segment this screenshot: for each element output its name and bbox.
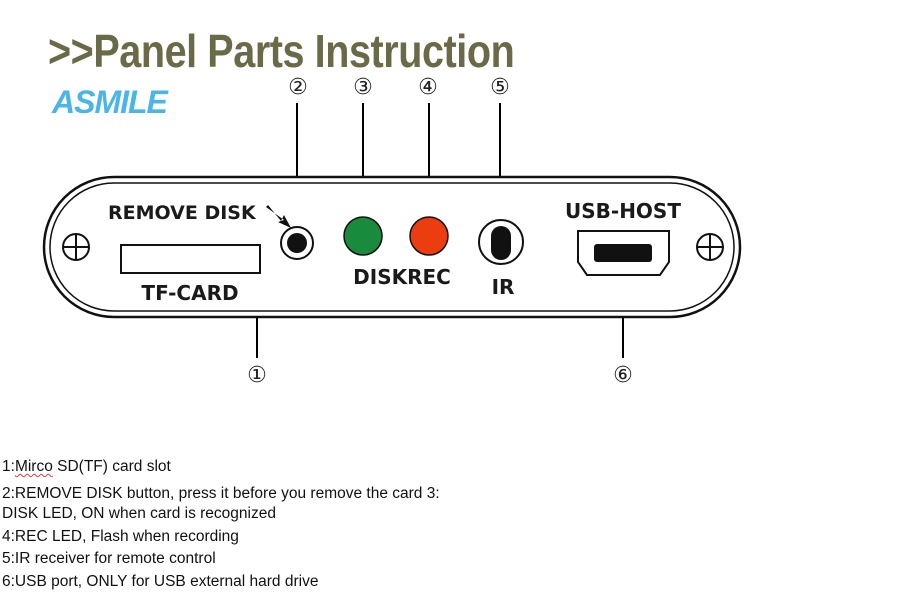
left-screw-icon	[62, 233, 90, 261]
legend-item-2: 2:REMOVE DISK button, press it before yo…	[2, 484, 440, 502]
callout-2: ②	[288, 75, 308, 100]
callout-1: ①	[247, 363, 267, 388]
tf-card-label: TF-CARD	[141, 281, 238, 305]
page-title: >>Panel Parts Instruction	[48, 25, 515, 77]
tf-card-slot	[120, 244, 261, 274]
arrow-icon	[266, 205, 291, 228]
callout-3: ③	[353, 75, 373, 100]
brand-logo: ASMILE	[52, 84, 168, 120]
legend-item-4: 4:REC LED, Flash when recording	[2, 527, 239, 545]
callout-4: ④	[418, 75, 438, 100]
usb-host-label: USB-HOST	[565, 199, 681, 223]
right-screw-icon	[696, 233, 724, 261]
legend: 1:Mirco SD(TF) card slot 2:REMOVE DISK b…	[2, 456, 892, 593]
panel-outline-inner	[49, 182, 735, 312]
ir-label: IR	[492, 275, 515, 299]
rec-led	[409, 216, 449, 256]
diskrec-label: DISKREC	[353, 265, 451, 289]
legend-item-6: 6:USB port, ONLY for USB external hard d…	[2, 572, 319, 590]
panel-outline-outer	[42, 175, 742, 319]
remove-disk-label: REMOVE DISK	[108, 202, 257, 224]
legend-item-1: 1:Mirco SD(TF) card slot	[2, 458, 171, 475]
callout-5: ⑤	[490, 75, 510, 100]
legend-item-5: 5:IR receiver for remote control	[2, 550, 216, 567]
callout-6: ⑥	[613, 363, 633, 388]
disk-led	[343, 216, 383, 256]
legend-item-3: DISK LED, ON when card is recognized	[2, 505, 276, 522]
